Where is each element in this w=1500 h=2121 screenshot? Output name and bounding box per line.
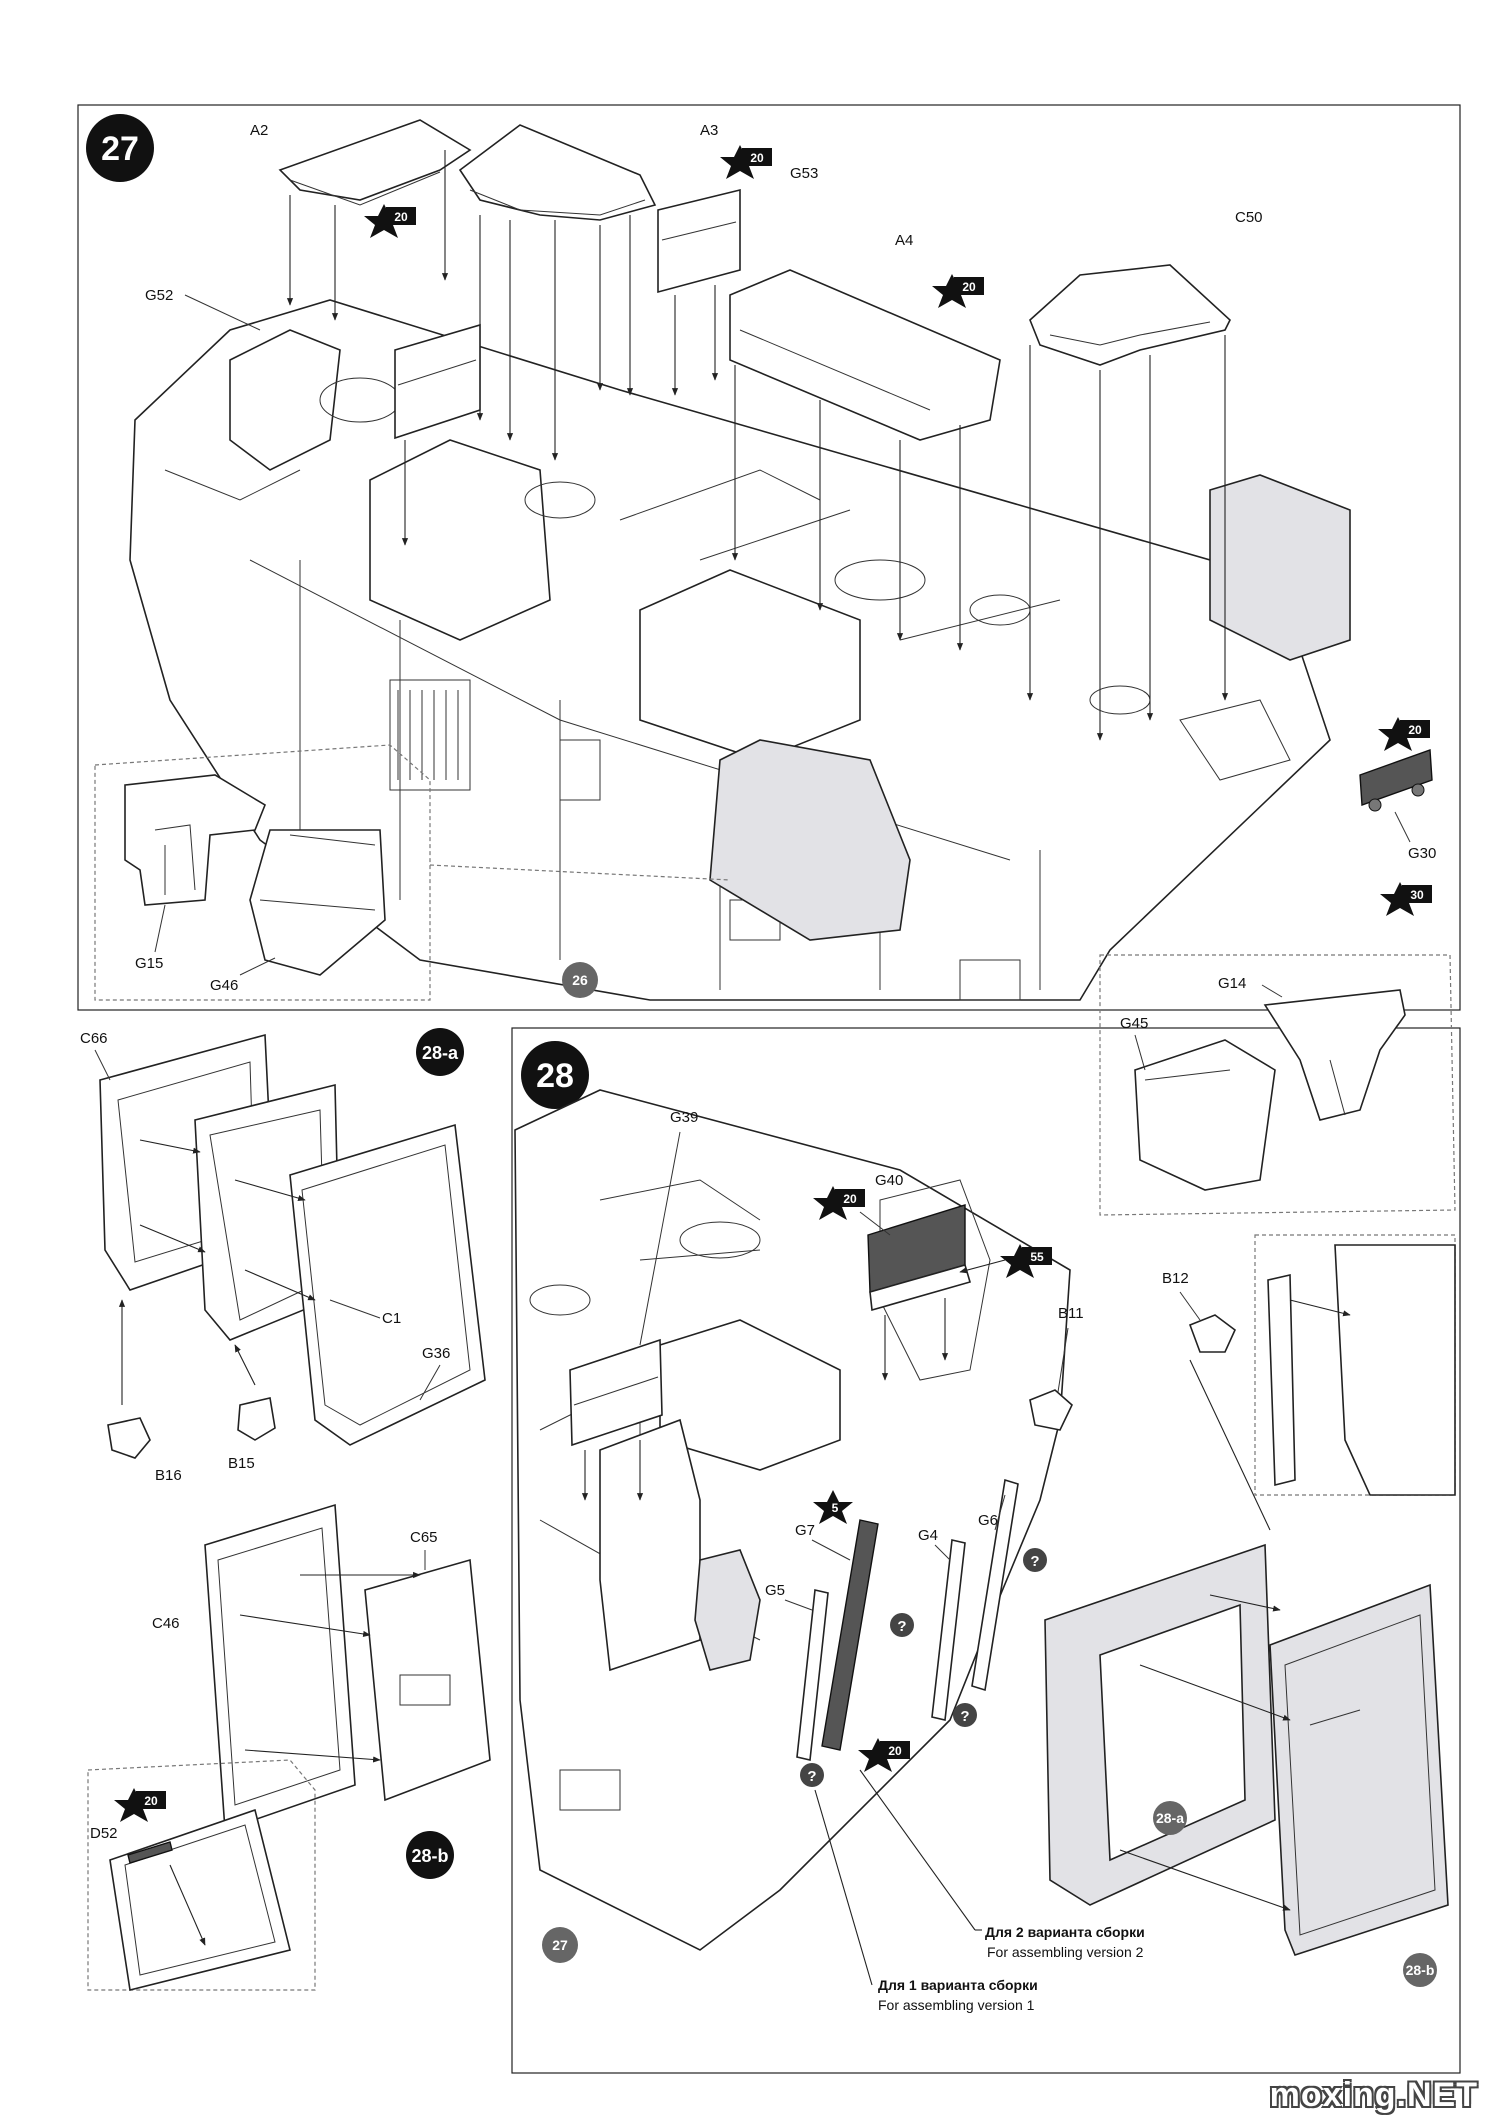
step-27-panel: 27 [77, 104, 1461, 1011]
label-g4: G4 [918, 1527, 938, 1544]
ref-28b: 28-b [1406, 1962, 1435, 1978]
label-g45: G45 [1120, 1015, 1148, 1032]
label-g5: G5 [765, 1582, 785, 1599]
step-28a-badge: 28-a [422, 1043, 459, 1063]
label-b15: B15 [228, 1455, 255, 1472]
version2-ru: Для 2 варианта сборки [985, 1924, 1145, 1940]
label-g46: G46 [210, 977, 238, 994]
label-a3: A3 [700, 122, 718, 139]
label-a4: A4 [895, 232, 913, 249]
svg-text:?: ? [807, 1768, 816, 1785]
label-d52: D52 [90, 1825, 118, 1842]
svg-text:20: 20 [843, 1192, 857, 1206]
label-g53: G53 [790, 165, 818, 182]
part-a3-cover: A3 [458, 122, 718, 461]
label-g39: G39 [670, 1109, 698, 1126]
ref-28a: 28-a [1156, 1810, 1184, 1826]
version1-ru: Для 1 варианта сборки [878, 1977, 1038, 1993]
step-28b-badge: 28-b [411, 1846, 448, 1866]
detail-g15-g46: G15 G46 [94, 744, 731, 1001]
step-28a-assembly: 28-a C66 C1 G36 B16 B15 [80, 1028, 486, 1484]
label-c65: C65 [410, 1529, 438, 1546]
label-g7: G7 [795, 1522, 815, 1539]
svg-text:?: ? [897, 1618, 906, 1635]
label-c50: C50 [1235, 209, 1263, 226]
watermark: moxing.NET [1269, 2076, 1478, 2114]
label-g30: G30 [1408, 845, 1436, 862]
svg-text:20: 20 [750, 151, 764, 165]
svg-text:20: 20 [962, 280, 976, 294]
ref-step-26: 26 [572, 972, 588, 988]
part-a4-cover: A4 [729, 232, 1001, 651]
svg-text:20: 20 [394, 210, 408, 224]
label-c66: C66 [80, 1030, 108, 1047]
step-27-number: 27 [101, 130, 139, 168]
svg-text:5: 5 [832, 1501, 839, 1515]
label-b12: B12 [1162, 1270, 1189, 1287]
part-struts: G7 G4 G6 G5 5 20 [765, 1478, 1019, 1772]
detail-g14-g45: G14 G45 [1099, 954, 1456, 1216]
part-b12-b11: B12 B11 [1029, 1270, 1271, 1531]
hull-assembly-28 [514, 1089, 1071, 1951]
part-g52-panel: G52 [145, 287, 481, 546]
part-c50-cover: C50 [1026, 209, 1263, 741]
assembly-version-notes: Для 2 варианта сборки For assembling ver… [814, 1769, 1145, 2013]
svg-text:20: 20 [144, 1794, 158, 1808]
part-g40-grill: G40 20 55 [813, 1172, 1052, 1381]
option-markers: ? ? ? ? [800, 1548, 1047, 1787]
label-g36: G36 [422, 1345, 450, 1362]
label-g6: G6 [978, 1512, 998, 1529]
version1-en: For assembling version 1 [878, 1997, 1035, 2013]
step-28-panel: 28 G39 G40 [511, 954, 1461, 2074]
step-28b-assembly: C65 C46 D52 20 28-b [87, 1503, 491, 1991]
ref-step-27: 27 [552, 1937, 568, 1953]
step-28-number: 28 [536, 1057, 574, 1095]
label-g14: G14 [1218, 975, 1246, 992]
svg-text:?: ? [1030, 1553, 1039, 1570]
label-c1: C1 [382, 1310, 401, 1327]
label-g15: G15 [135, 955, 163, 972]
part-g53-panel: G53 [657, 165, 818, 396]
paint-markers-27: 20 20 20 20 30 [364, 145, 1432, 916]
svg-text:30: 30 [1410, 888, 1424, 902]
part-g39-panel: G39 [569, 1109, 698, 1501]
label-c46: C46 [152, 1615, 180, 1632]
label-g40: G40 [875, 1172, 903, 1189]
svg-text:?: ? [960, 1708, 969, 1725]
part-a2-cover: A2 [250, 119, 472, 321]
version2-en: For assembling version 2 [987, 1944, 1144, 1960]
svg-text:20: 20 [1408, 723, 1422, 737]
label-g52: G52 [145, 287, 173, 304]
detail-strut-inset [1254, 1234, 1456, 1496]
svg-text:55: 55 [1030, 1250, 1044, 1264]
svg-text:20: 20 [888, 1744, 902, 1758]
door-assembly-28: 28-a 28-b [1044, 1543, 1449, 1987]
label-b16: B16 [155, 1467, 182, 1484]
part-g30: G30 [1359, 749, 1436, 862]
label-b11: B11 [1058, 1305, 1084, 1322]
label-a2: A2 [250, 122, 268, 139]
